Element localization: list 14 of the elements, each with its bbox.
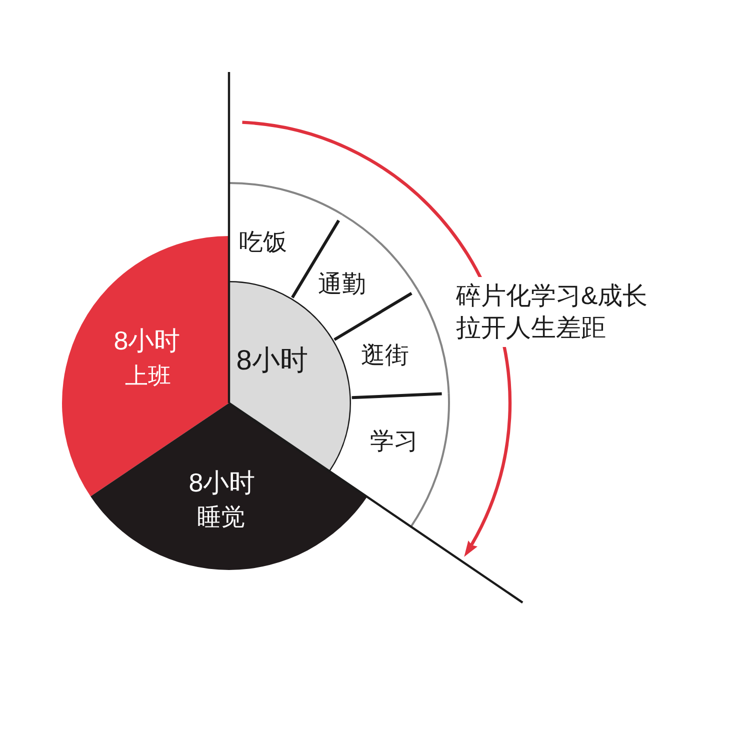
sector-label: 8小时	[236, 346, 308, 376]
pie-sector	[62, 236, 229, 497]
segment-label: 学习	[370, 428, 418, 456]
sector-label: 上班	[125, 363, 171, 389]
ring-segment	[229, 182, 343, 299]
sector-label: 8小时	[188, 468, 256, 498]
sector-label: 8小时	[114, 326, 180, 356]
segment-label: 吃饭	[239, 230, 287, 256]
ring-segment	[291, 213, 419, 341]
segment-label: 逛街	[361, 342, 409, 370]
ring-segment	[330, 393, 450, 527]
pie-sector	[90, 403, 368, 570]
segment-label: 通勤	[318, 272, 366, 298]
sector-label: 睡觉	[197, 504, 245, 532]
